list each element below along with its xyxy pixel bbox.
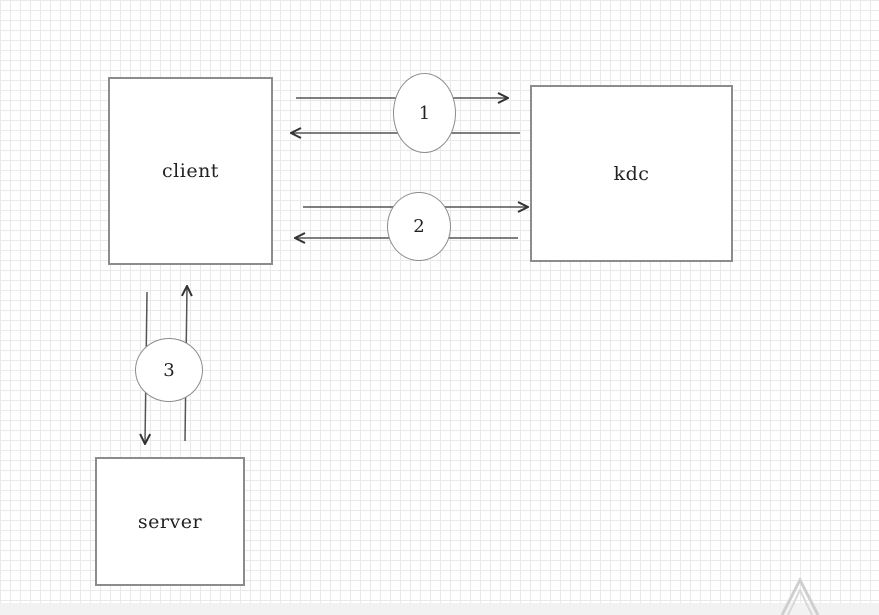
- step-3-circle: 3: [135, 338, 203, 402]
- step-1-label: 1: [418, 102, 431, 124]
- step-2-circle: 2: [387, 192, 451, 261]
- step-3-label: 3: [163, 359, 175, 381]
- step-2-label: 2: [413, 216, 425, 237]
- server-box: server: [95, 457, 245, 586]
- bottom-strip: [0, 603, 879, 615]
- kdc-label: kdc: [613, 162, 650, 185]
- client-box: client: [108, 77, 273, 265]
- triangle-logo-icon: [780, 576, 820, 615]
- kdc-box: kdc: [530, 85, 733, 262]
- client-label: client: [162, 160, 219, 182]
- server-label: server: [137, 510, 203, 533]
- step-1-circle: 1: [393, 73, 456, 153]
